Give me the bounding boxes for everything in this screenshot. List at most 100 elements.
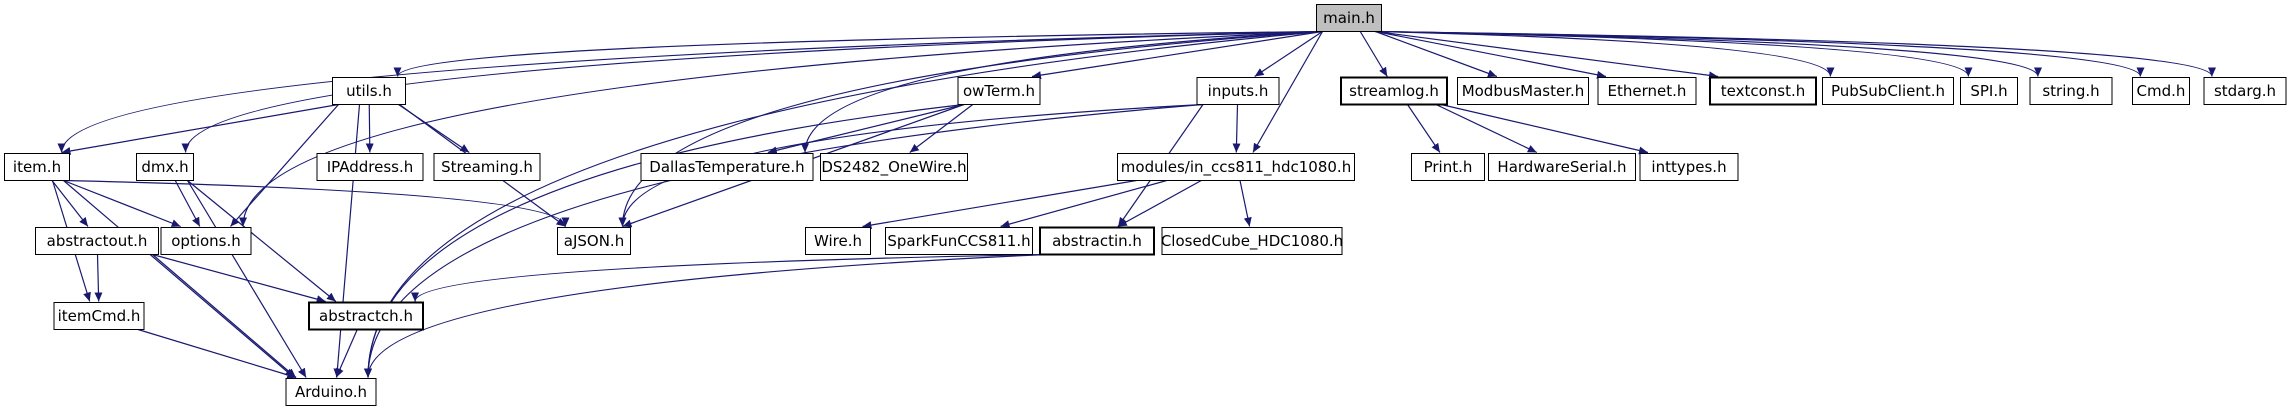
graph-node-label: DallasTemperature.h — [649, 158, 804, 176]
graph-node-label: abstractch.h — [319, 307, 413, 325]
graph-node-modules/in_ccs811_hdc1080.h[interactable]: modules/in_ccs811_hdc1080.h — [1117, 153, 1355, 181]
graph-node-label: textconst.h — [1721, 82, 1806, 100]
graph-node-string.h[interactable]: string.h — [2029, 77, 2113, 105]
graph-node-Arduino.h[interactable]: Arduino.h — [285, 378, 377, 406]
graph-node-DS2482_OneWire.h[interactable]: DS2482_OneWire.h — [820, 153, 968, 181]
edge-main.h-to-item.h — [57, 30, 1323, 153]
edge-main.h-to-DallasTemperature.h — [801, 30, 1323, 153]
edge-inputs.h-to-modules/in_ccs811_hdc1080.h — [1232, 104, 1241, 153]
graph-node-abstractch.h[interactable]: abstractch.h — [308, 301, 424, 331]
graph-node-abstractin.h[interactable]: abstractin.h — [1039, 226, 1155, 256]
edge-main.h-to-ModbusMaster.h — [1375, 30, 1498, 78]
graph-node-options.h[interactable]: options.h — [160, 227, 252, 255]
edge-main.h-to-stdarg.h — [1375, 30, 2216, 77]
graph-node-label: HardwareSerial.h — [1497, 158, 1626, 176]
graph-node-streamlog.h[interactable]: streamlog.h — [1340, 76, 1448, 106]
graph-node-label: utils.h — [346, 82, 392, 100]
graph-node-itemCmd.h[interactable]: itemCmd.h — [53, 302, 145, 330]
edge-dmx.h-to-options.h — [174, 180, 201, 227]
graph-node-label: dmx.h — [141, 158, 188, 176]
graph-node-box — [1822, 77, 1954, 105]
graph-node-label: PubSubClient.h — [1831, 82, 1945, 100]
edge-utils.h-to-options.h — [230, 104, 339, 227]
edge-itemCmd.h-to-Arduino.h — [137, 328, 297, 379]
graph-node-DallasTemperature.h[interactable]: DallasTemperature.h — [640, 153, 814, 181]
graph-node-inputs.h[interactable]: inputs.h — [1196, 77, 1280, 105]
graph-node-Wire.h[interactable]: Wire.h — [805, 227, 871, 255]
graph-node-box — [1709, 76, 1817, 106]
graph-node-utils.h[interactable]: utils.h — [332, 77, 406, 105]
graph-node-box — [53, 302, 145, 330]
edge-main.h-to-inputs.h — [1254, 30, 1323, 78]
graph-node-box — [557, 227, 631, 255]
graph-node-Print.h[interactable]: Print.h — [1411, 153, 1485, 181]
edge-layer — [51, 30, 2216, 379]
graph-node-textconst.h[interactable]: textconst.h — [1709, 76, 1817, 106]
graph-node-label: inputs.h — [1208, 82, 1269, 100]
edge-main.h-to-owTerm.h — [1031, 30, 1323, 80]
edge-dmx.h-to-Arduino.h — [186, 180, 307, 378]
edge-inputs.h-to-aJSON.h — [618, 103, 1204, 227]
graph-node-label: DS2482_OneWire.h — [821, 158, 966, 177]
edge-utils.h-to-Arduino.h — [333, 104, 361, 378]
edge-main.h-to-Ethernet.h — [1375, 30, 1607, 79]
graph-node-dmx.h[interactable]: dmx.h — [136, 153, 194, 181]
edge-main.h-to-aJSON.h — [618, 30, 1323, 227]
graph-node-SparkFunCCS811.h[interactable]: SparkFunCCS811.h — [885, 227, 1033, 255]
graph-node-box — [332, 77, 406, 105]
graph-node-box — [285, 378, 377, 406]
edge-abstractch.h-to-Arduino.h — [335, 329, 358, 378]
graph-node-box — [4, 153, 70, 181]
graph-node-box — [805, 227, 871, 255]
graph-node-label: SPI.h — [1970, 82, 2007, 100]
graph-node-box — [640, 153, 814, 181]
edge-owTerm.h-to-DS2482_OneWire.h — [909, 104, 974, 153]
graph-node-label: modules/in_ccs811_hdc1080.h — [1121, 158, 1351, 177]
graph-node-box — [1161, 227, 1343, 255]
graph-node-box — [136, 153, 194, 181]
graph-node-label: SparkFunCCS811.h — [887, 232, 1030, 250]
edge-dmx.h-to-abstractch.h — [187, 180, 337, 302]
edge-modules/in_ccs811_hdc1080.h-to-Wire.h — [862, 179, 1137, 229]
graph-node-aJSON.h[interactable]: aJSON.h — [557, 227, 631, 255]
edge-streamlog.h-to-HardwareSerial.h — [1435, 103, 1538, 154]
edge-modules/in_ccs811_hdc1080.h-to-ClosedCube_HDC1080.h — [1239, 180, 1252, 227]
graph-node-label: abstractin.h — [1052, 232, 1142, 250]
graph-node-SPI.h[interactable]: SPI.h — [1960, 77, 2018, 105]
graph-node-HardwareSerial.h[interactable]: HardwareSerial.h — [1488, 153, 1636, 181]
graph-node-ClosedCube_HDC1080.h[interactable]: ClosedCube_HDC1080.h — [1161, 227, 1343, 255]
node-layer: main.h utils.h owTerm.h inputs.h streamlog.h… — [4, 4, 2287, 406]
graph-node-stdarg.h[interactable]: stdarg.h — [2203, 77, 2287, 105]
graph-node-owTerm.h[interactable]: owTerm.h — [957, 77, 1041, 105]
graph-node-IPAddress.h[interactable]: IPAddress.h — [316, 153, 424, 181]
graph-node-box — [1597, 77, 1697, 105]
edge-owTerm.h-to-DallasTemperature.h — [767, 103, 965, 155]
graph-node-Ethernet.h[interactable]: Ethernet.h — [1597, 77, 1697, 105]
graph-node-box — [1316, 4, 1382, 32]
graph-node-box — [885, 227, 1033, 255]
graph-node-box — [1039, 226, 1155, 256]
graph-node-Streaming.h[interactable]: Streaming.h — [433, 153, 541, 181]
graph-node-abstractout.h[interactable]: abstractout.h — [35, 227, 159, 255]
graph-node-Cmd.h[interactable]: Cmd.h — [2132, 77, 2190, 105]
graph-node-label: Streaming.h — [441, 158, 533, 176]
edge-abstractin.h-to-Arduino.h — [364, 253, 1047, 378]
graph-node-main.h: main.h — [1316, 4, 1382, 32]
graph-node-label: aJSON.h — [564, 232, 624, 250]
graph-node-PubSubClient.h[interactable]: PubSubClient.h — [1822, 77, 1954, 105]
graph-node-label: owTerm.h — [963, 82, 1035, 100]
graph-node-item.h[interactable]: item.h — [4, 153, 70, 181]
graph-node-label: ClosedCube_HDC1080.h — [1161, 232, 1343, 251]
graph-node-label: item.h — [13, 158, 61, 176]
graph-node-box — [1457, 77, 1589, 105]
graph-node-box — [2203, 77, 2287, 105]
edge-main.h-to-textconst.h — [1375, 30, 1719, 80]
graph-node-inttypes.h[interactable]: inttypes.h — [1639, 153, 1739, 181]
graph-node-label: options.h — [171, 232, 241, 250]
graph-node-ModbusMaster.h[interactable]: ModbusMaster.h — [1457, 77, 1589, 105]
graph-node-box — [1411, 153, 1485, 181]
edge-main.h-to-options.h — [239, 30, 1323, 227]
graph-node-box — [1340, 76, 1448, 106]
graph-node-box — [2132, 77, 2190, 105]
